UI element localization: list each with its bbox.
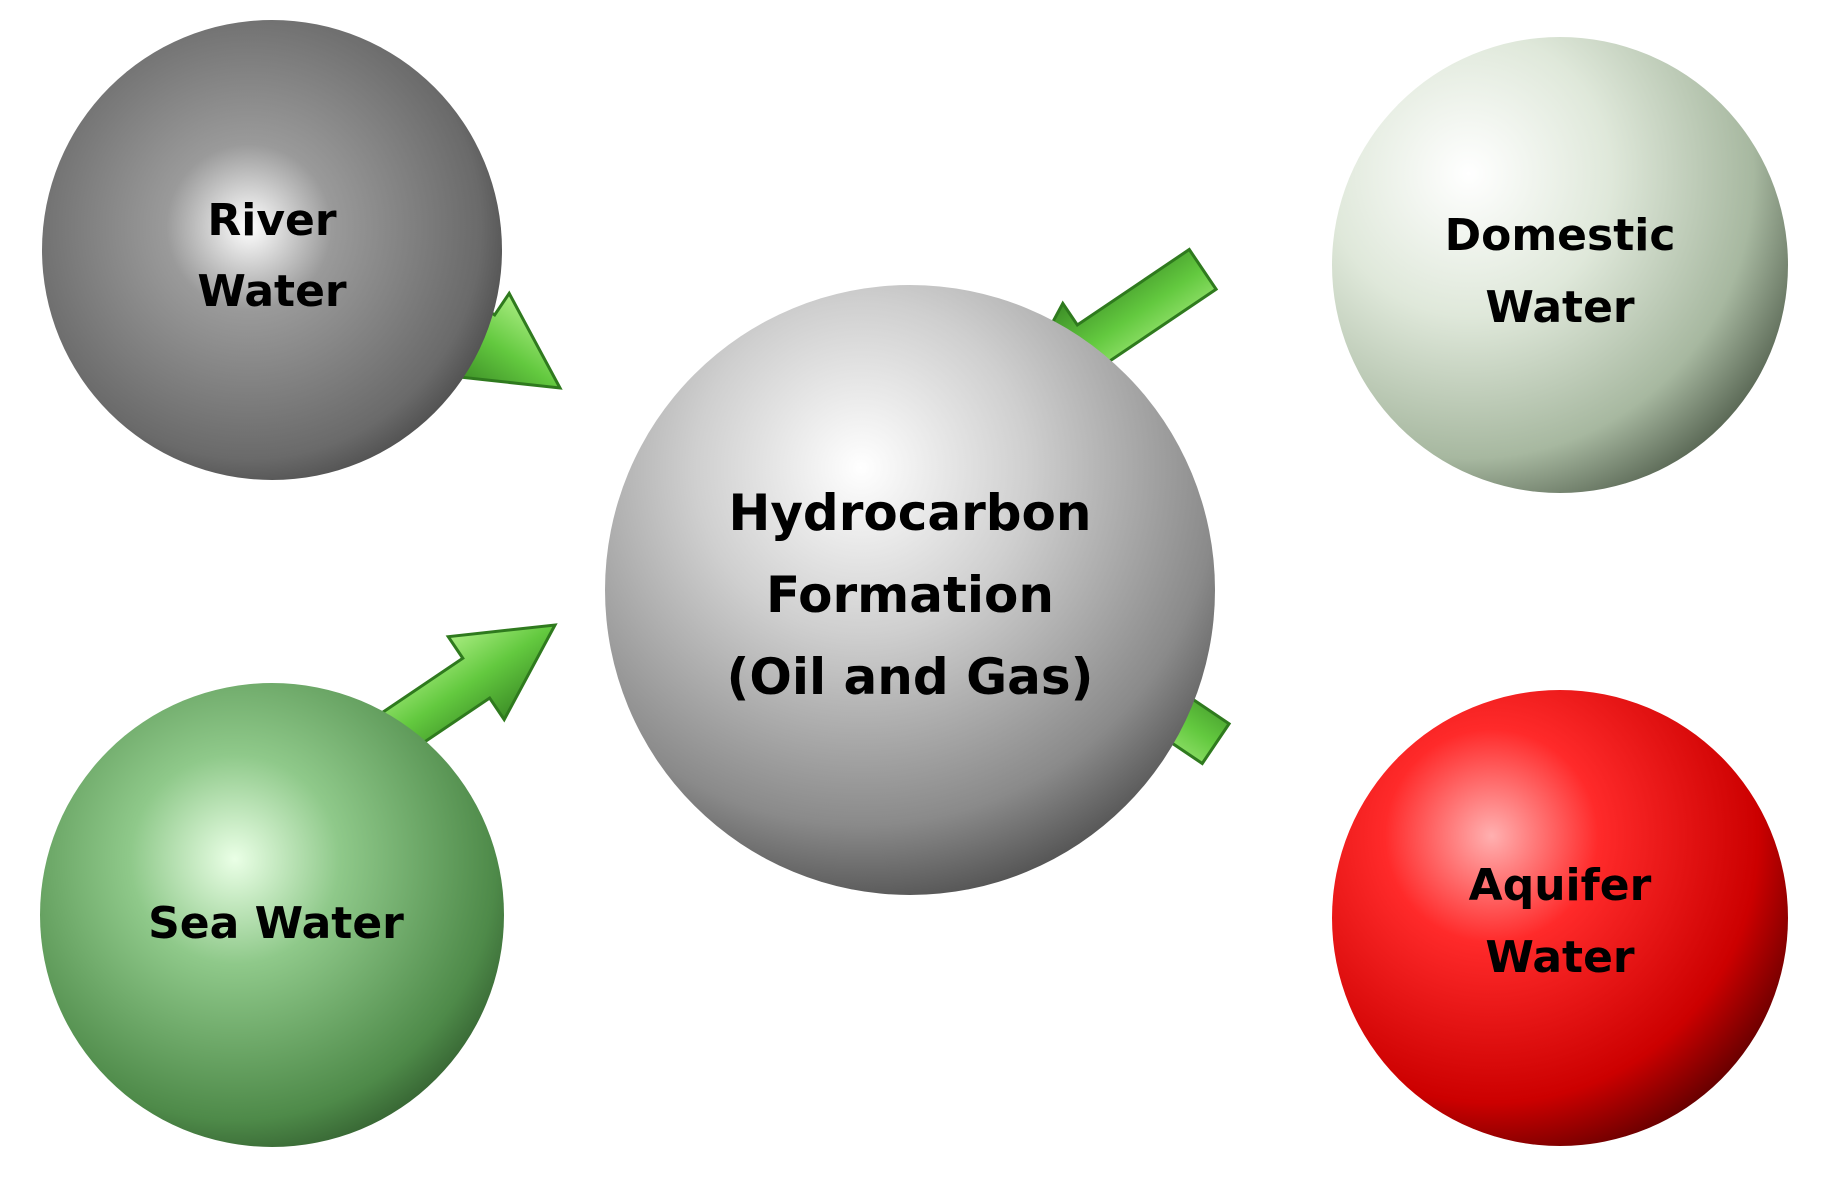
center-label-line-2: Formation <box>766 566 1054 624</box>
river-water-node: River Water <box>42 20 502 480</box>
center-label-line-1: Hydrocarbon <box>728 484 1091 542</box>
aquifer-water-node: Aquifer Water <box>1332 690 1788 1146</box>
domestic-water-node: Domestic Water <box>1332 37 1788 493</box>
domestic-water-label-line-1: Domestic <box>1445 210 1676 261</box>
river-water-sphere <box>42 20 502 480</box>
river-water-label-line-2: Water <box>197 266 347 317</box>
sea-water-sphere <box>40 683 504 1147</box>
sea-water-label-line-1: Sea Water <box>148 898 404 949</box>
aquifer-water-sphere <box>1332 690 1788 1146</box>
center-label-line-3: (Oil and Gas) <box>727 648 1094 706</box>
aquifer-water-label-line-2: Water <box>1485 932 1635 983</box>
center-node: Hydrocarbon Formation (Oil and Gas) <box>605 285 1215 895</box>
center-sphere <box>605 285 1215 895</box>
river-water-label-line-1: River <box>207 195 336 246</box>
domestic-water-sphere <box>1332 37 1788 493</box>
aquifer-water-label-line-1: Aquifer <box>1469 860 1652 911</box>
sea-water-node: Sea Water <box>40 683 504 1147</box>
domestic-water-label-line-2: Water <box>1485 282 1635 333</box>
